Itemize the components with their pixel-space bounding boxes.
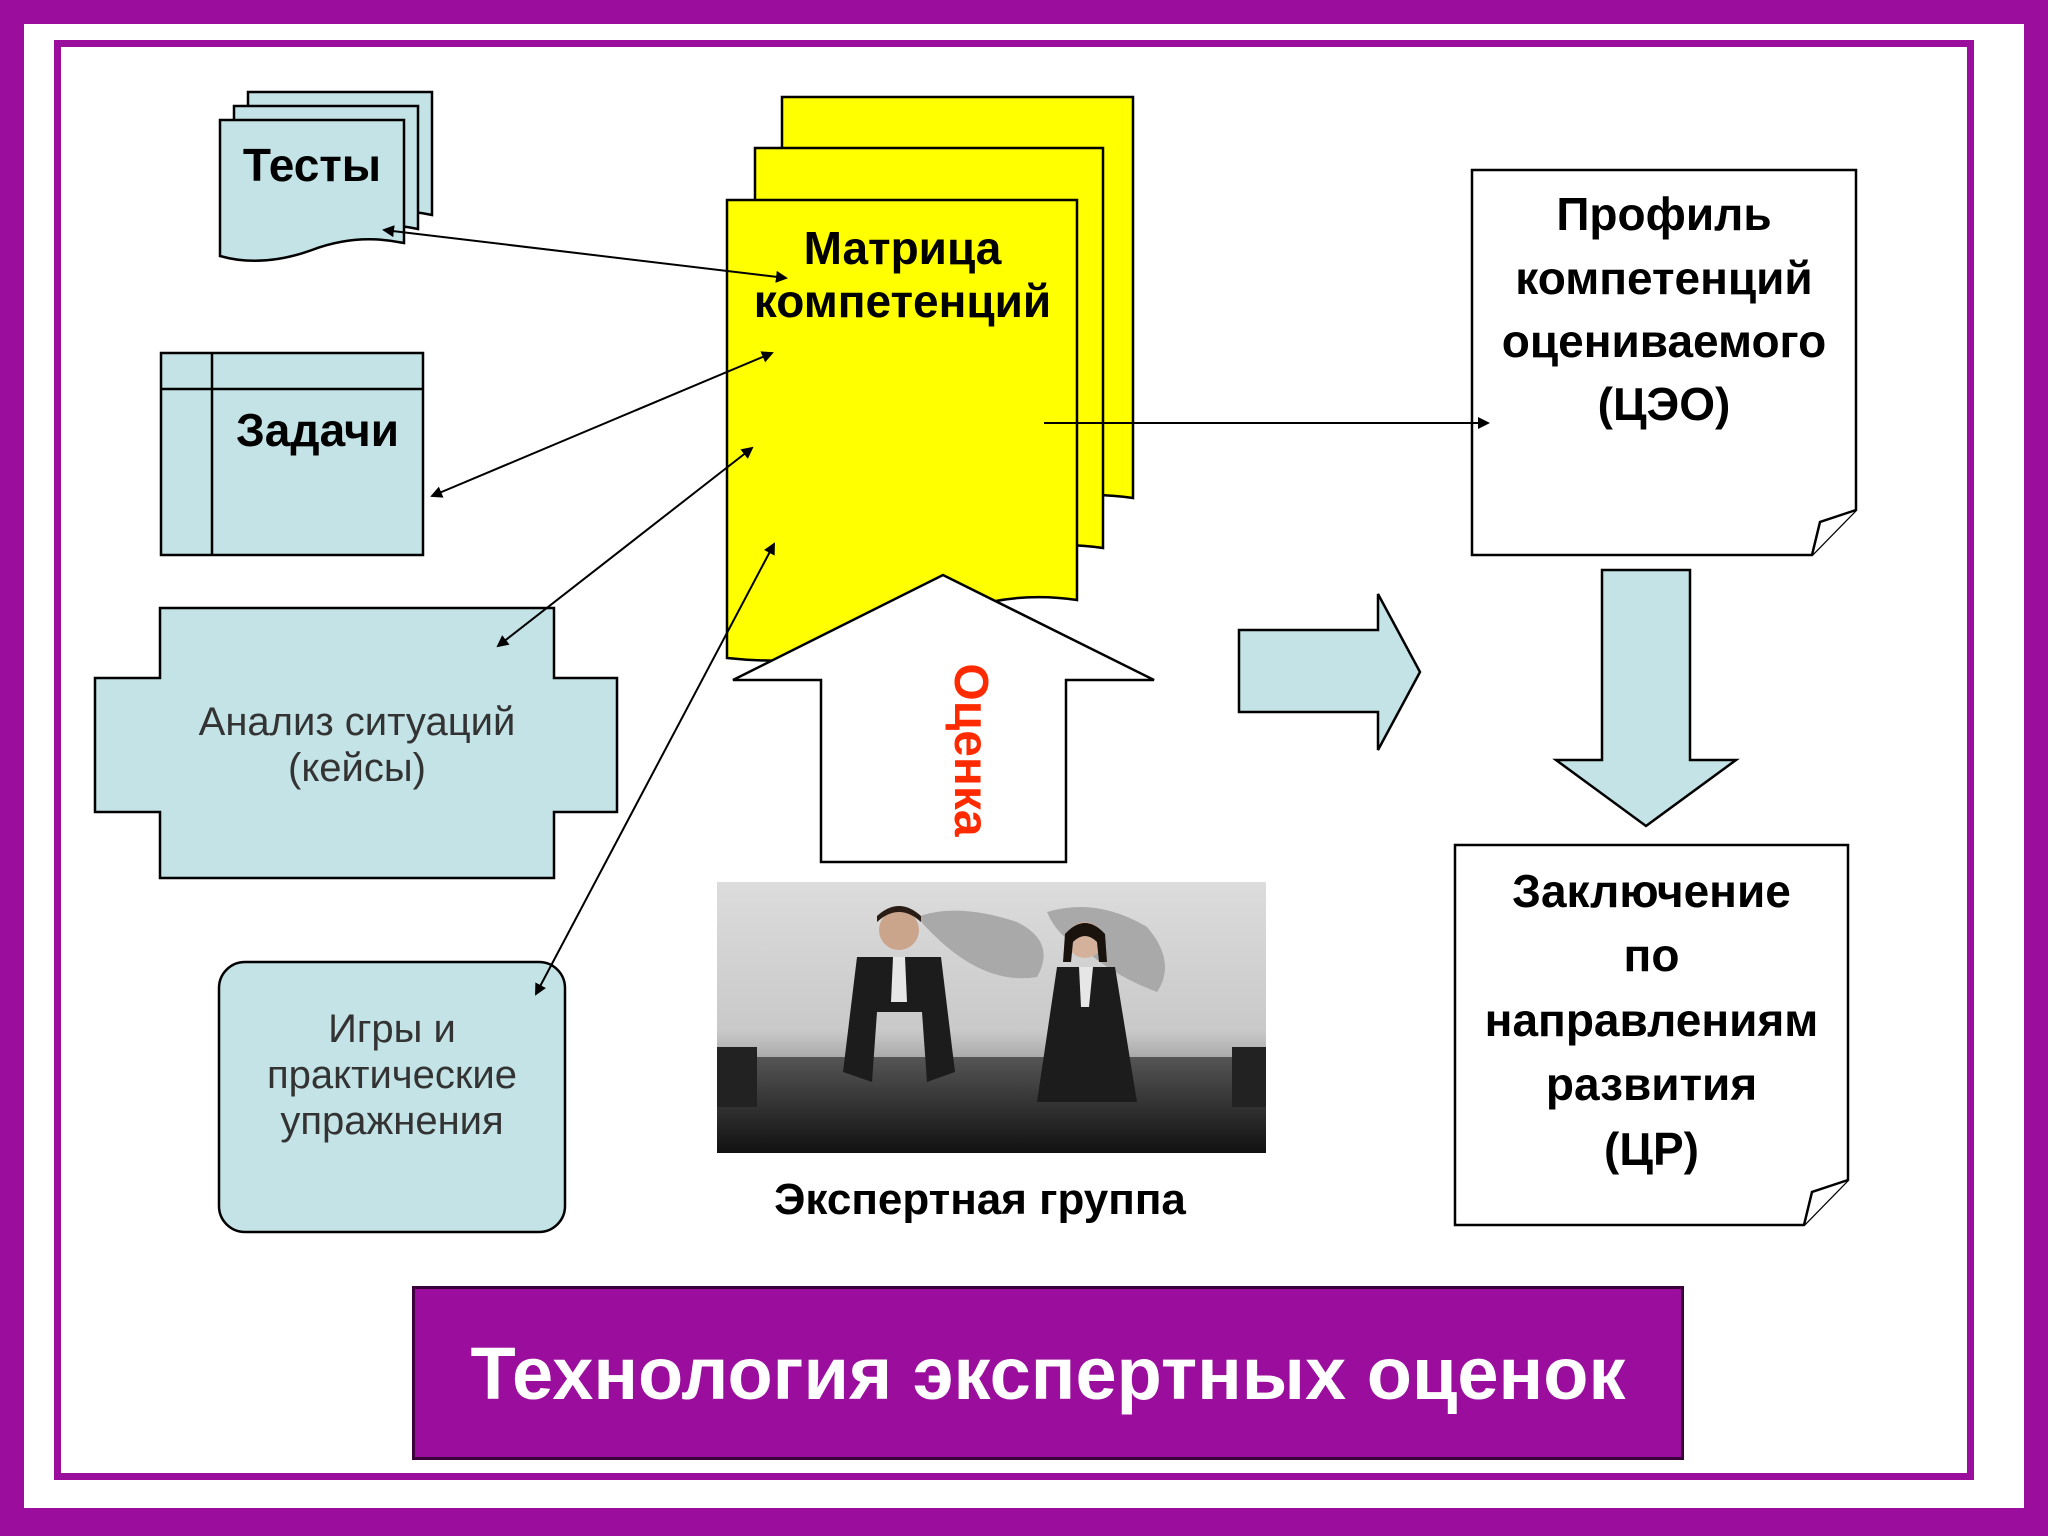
- tasks-node: [159, 351, 425, 557]
- games-line1: Игры и: [328, 1007, 456, 1051]
- case-analysis-line2: (кейсы): [288, 746, 426, 790]
- conclusion-line3: направлениям: [1484, 993, 1819, 1046]
- games-line2: практические: [267, 1053, 517, 1097]
- profile-line3: оцениваемого: [1501, 315, 1827, 367]
- case-analysis-line1: Анализ ситуаций: [198, 700, 516, 744]
- games-label: Игры и практические упражнения: [219, 985, 565, 1165]
- matrix-line2: компетенций: [753, 275, 1052, 327]
- expert-group-label: Экспертная группа: [774, 1174, 1186, 1224]
- connector-tests-matrix: [382, 225, 788, 283]
- case-analysis-label: Анализ ситуаций (кейсы): [160, 678, 554, 812]
- matrix-node: [725, 95, 1135, 662]
- profile-label: Профиль компетенций оцениваемого (ЦЭО): [1472, 180, 1856, 440]
- connector-tasks-matrix: [430, 351, 774, 498]
- slide-frame: [54, 40, 1974, 1480]
- profile-line4: (ЦЭО): [1597, 378, 1731, 431]
- games-node: [217, 960, 567, 1234]
- matrix-line1: Матрица: [803, 222, 1002, 275]
- connector-games-matrix: [535, 542, 775, 996]
- slide-title: Технология экспертных оценок: [412, 1286, 1684, 1460]
- matrix-label: Матрица компетенций: [740, 205, 1065, 345]
- assessment-label: Оценка: [943, 663, 997, 837]
- profile-node: [1470, 168, 1858, 557]
- tests-label: Тесты: [242, 138, 382, 191]
- profile-line2: компетенций: [1515, 251, 1813, 304]
- assessment-up-arrow: [732, 573, 1155, 864]
- expert-group-photo: [717, 882, 1266, 1153]
- block-arrow-down: [1552, 568, 1740, 828]
- tests-node: [218, 90, 434, 263]
- conclusion-line5: (ЦР): [1604, 1122, 1699, 1175]
- conclusion-line4: развития: [1545, 1058, 1758, 1111]
- tasks-label: Задачи: [235, 403, 400, 456]
- conclusion-line2: по: [1623, 929, 1680, 982]
- conclusion-label: Заключение по направлениям развития (ЦР): [1455, 855, 1848, 1185]
- connectors: [382, 225, 1490, 996]
- profile-line1: Профиль: [1556, 188, 1772, 241]
- block-arrow-right: [1237, 593, 1422, 751]
- games-line3: упражнения: [280, 1099, 504, 1143]
- conclusion-node: [1453, 843, 1850, 1227]
- connector-cases-matrix: [496, 446, 754, 648]
- conclusion-line1: Заключение: [1512, 865, 1791, 918]
